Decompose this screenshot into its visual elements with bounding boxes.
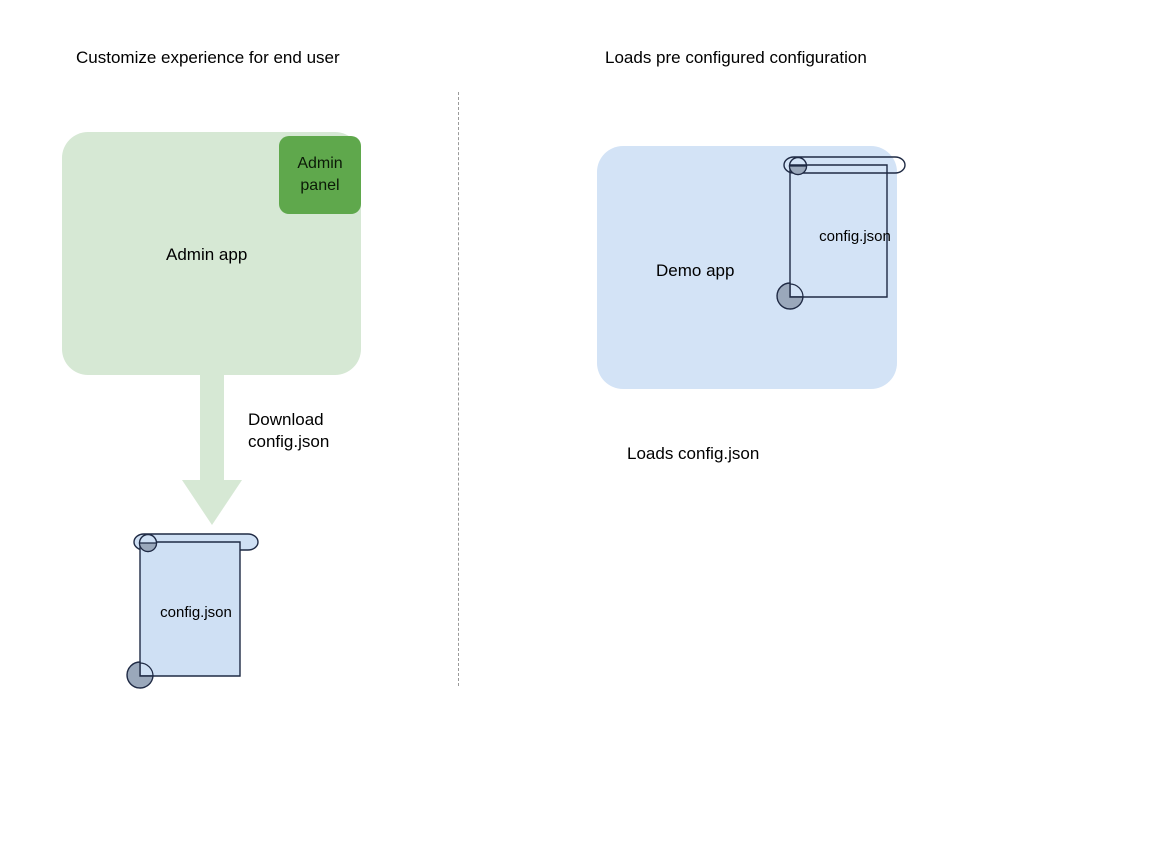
config-json-document-right[interactable]: config.json xyxy=(776,153,906,310)
column-divider xyxy=(458,92,459,686)
config-json-document-left-label: config.json xyxy=(160,604,232,621)
config-json-document-left[interactable]: config.json xyxy=(126,530,262,689)
admin-app-label: Admin app xyxy=(166,245,248,264)
admin-panel-block[interactable]: Admin panel xyxy=(279,136,361,214)
download-arrow-label: Download config.json xyxy=(248,410,330,451)
column-title-left: Customize experience for end user xyxy=(76,48,340,67)
demo-app-container xyxy=(597,146,897,389)
column-title-right: Loads pre configured configuration xyxy=(605,48,867,67)
demo-app-label: Demo app xyxy=(656,261,735,280)
download-arrow xyxy=(180,372,244,527)
loads-config-caption: Loads config.json xyxy=(627,444,760,463)
config-json-document-right-label: config.json xyxy=(819,228,891,245)
admin-panel-label: Admin panel xyxy=(297,155,343,194)
